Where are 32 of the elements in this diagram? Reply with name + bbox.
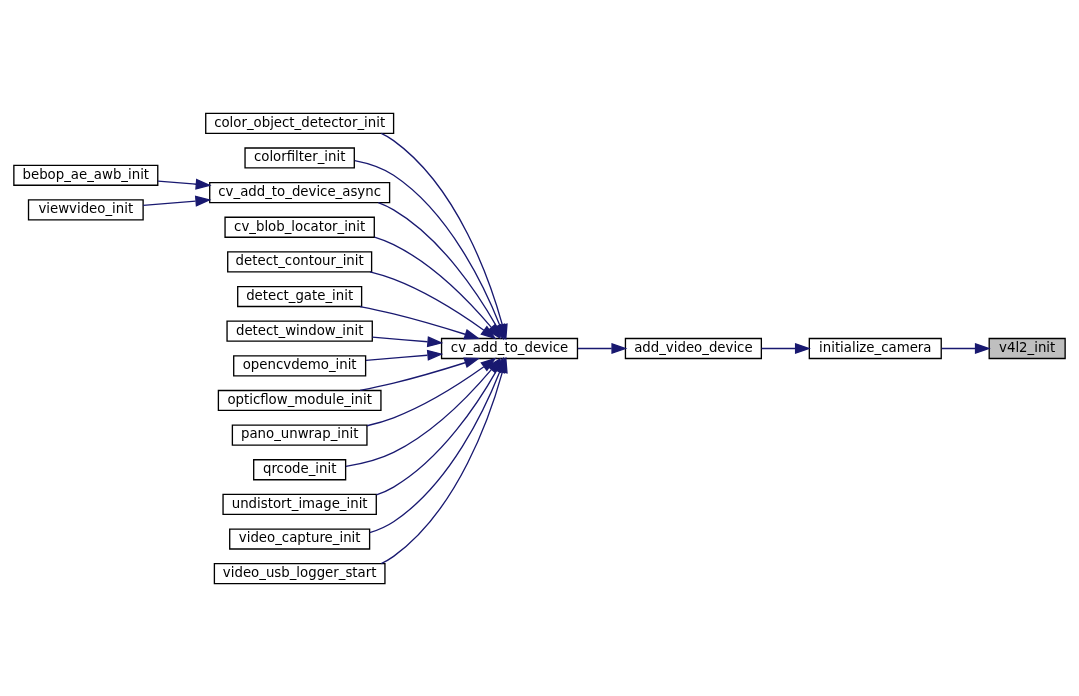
arrow (371, 335, 444, 347)
arrow (577, 342, 628, 354)
node-box: cv_add_to_device_async (209, 181, 391, 203)
node-box: video_usb_logger_start (213, 562, 386, 584)
arrow (369, 270, 497, 339)
node-box: opticflow_module_init (217, 389, 382, 411)
node-box: viewvideo_init (27, 198, 144, 221)
arrow (760, 342, 811, 354)
arrow (142, 194, 212, 207)
node-box: undistort_image_init (222, 493, 377, 515)
arrow (366, 357, 497, 426)
node-box: cv_blob_locator_init (224, 216, 375, 238)
node-box: bebop_ae_awb_init (13, 164, 159, 186)
arrow (359, 356, 481, 391)
node-box: opencvdemo_init (233, 354, 367, 376)
node-box: pano_unwrap_init (231, 423, 368, 446)
node-box: detect_gate_init (237, 285, 363, 307)
node-box: color_object_detector_init (205, 112, 395, 134)
node-box: v4l2_init (988, 337, 1066, 359)
arrow (365, 349, 444, 361)
node-box: initialize_camera (808, 337, 942, 359)
arrow (940, 342, 991, 354)
node-box: add_video_device (624, 337, 762, 359)
node-box: video_capture_init (229, 527, 371, 550)
arrow (373, 235, 502, 339)
node-box: colorfilter_init (244, 146, 355, 169)
arrow (157, 178, 212, 190)
node-box: detect_window_init (226, 320, 373, 342)
node-box: qrcode_init (253, 458, 347, 480)
node-box: detect_contour_init (227, 250, 373, 273)
arrow (359, 305, 481, 340)
node-box: cv_add_to_device (440, 337, 579, 359)
